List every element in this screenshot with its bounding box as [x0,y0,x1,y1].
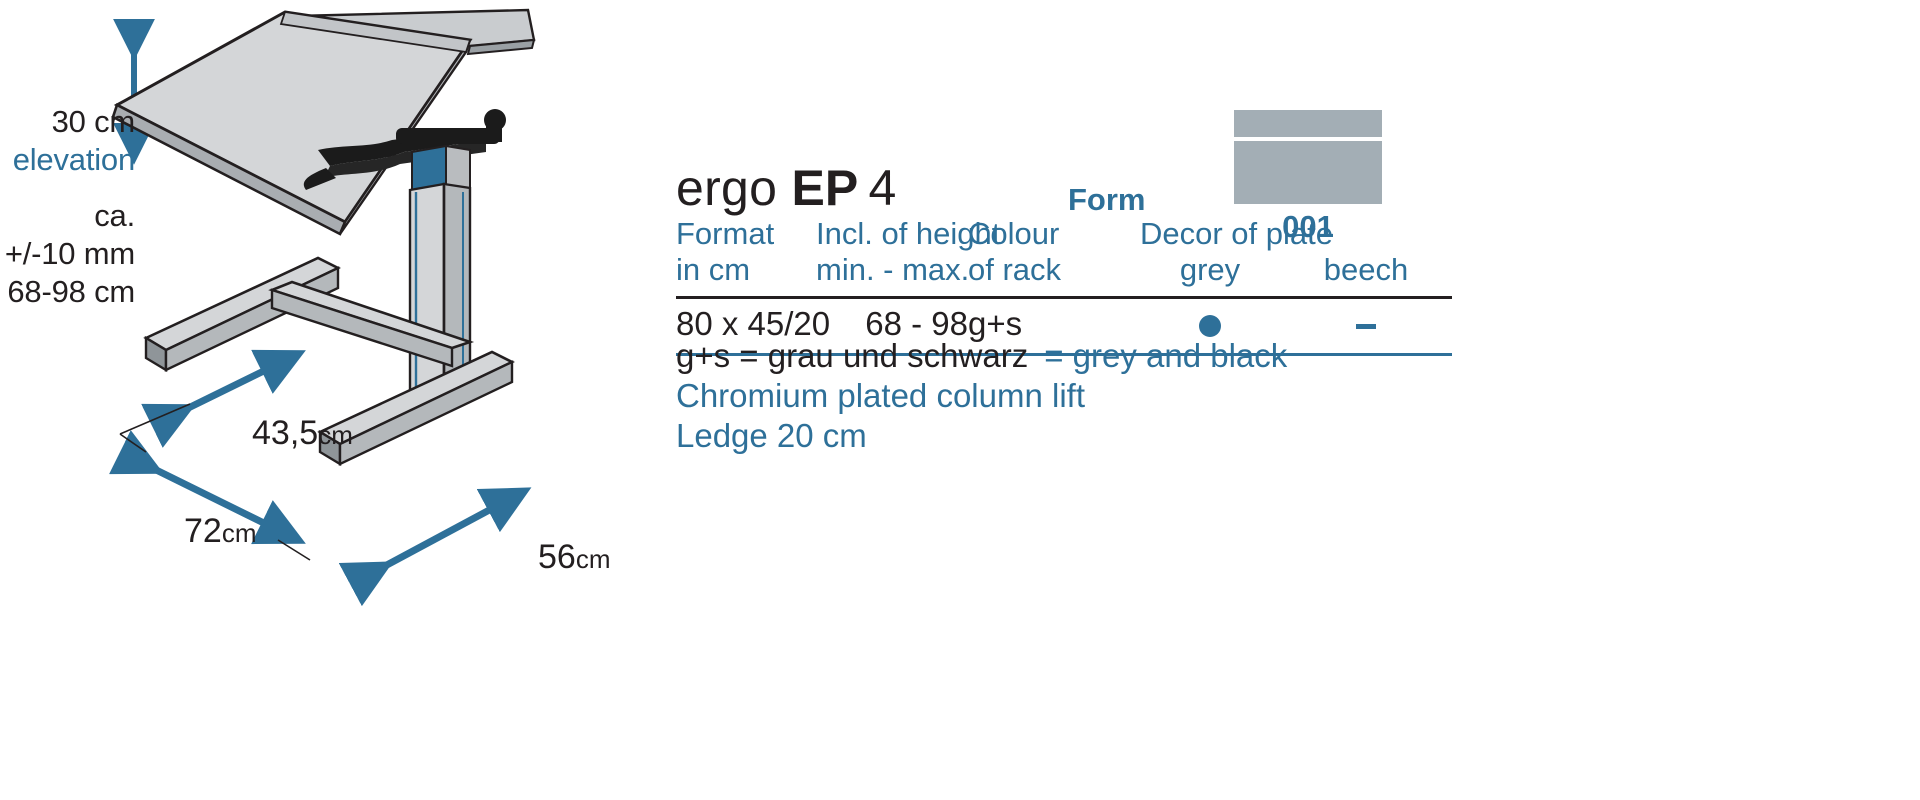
form-column-label: Form [1068,182,1146,217]
cell-decor-beech [1280,297,1452,356]
dimension-value: 56 [538,538,576,576]
col-header-decor-grey: Decor of plate grey [1140,216,1333,299]
dimension-unit: cm [318,420,353,450]
brand-name: ergo [676,160,778,216]
available-dot-icon [1199,315,1221,338]
footnote-ledge: Ledge 20 cm [676,417,867,454]
col-header-colour: Colour of rack [968,216,1140,299]
dimension-label-depth: 56cm [538,538,611,577]
decor-swatch-group: 001 [1234,110,1382,245]
cell-height: 68 - 98 [816,297,968,356]
elevation-value-label: 30 cm [51,104,136,139]
col-header-decor-beech: beech [1280,216,1452,299]
col-header-height: Incl. of height min. - max. [816,216,1000,299]
table-row: 80 x 45/20 68 - 98 g+s [676,297,1452,356]
dimension-unit: cm [221,518,257,548]
product-info-panel: ergo EP 4 001 Form Format in cm [676,0,1920,800]
model-code: EP [791,160,859,216]
col-header-format: Format in cm [676,216,816,299]
swatch-divider [1234,137,1382,141]
product-title: ergo EP 4 [676,160,897,216]
elevation-word-label: elevation [12,142,135,177]
dimension-label-width: 72cm [184,512,257,551]
dimension-unit: cm [575,544,611,574]
cell-decor-grey [1140,297,1280,356]
cell-colour: g+s [968,297,1140,356]
specification-table: Format in cm Incl. of height min. - max.… [676,216,1452,356]
dimension-label-depth-inner: 43,5cm [252,414,353,453]
dimension-value: 43,5 [252,414,319,452]
product-illustration [0,0,660,620]
not-available-dash-icon [1356,323,1376,329]
decor-swatch-grey [1234,110,1382,204]
footnotes: g+s = grau und schwarz= grey and black C… [676,336,1476,456]
tolerance-label: +/-10 mm [4,236,135,271]
cell-format: 80 x 45/20 [676,297,830,356]
height-range-label: 68-98 cm [7,274,135,309]
dimension-value: 72 [184,512,222,550]
dimension-arrows [109,349,532,607]
footnote-column-lift: Chromium plated column lift [676,377,1085,414]
model-number: 4 [868,160,897,216]
approx-label: ca. [94,198,135,233]
footnote-colour-code: g+s = grau und schwarz= grey and black [676,337,1288,374]
